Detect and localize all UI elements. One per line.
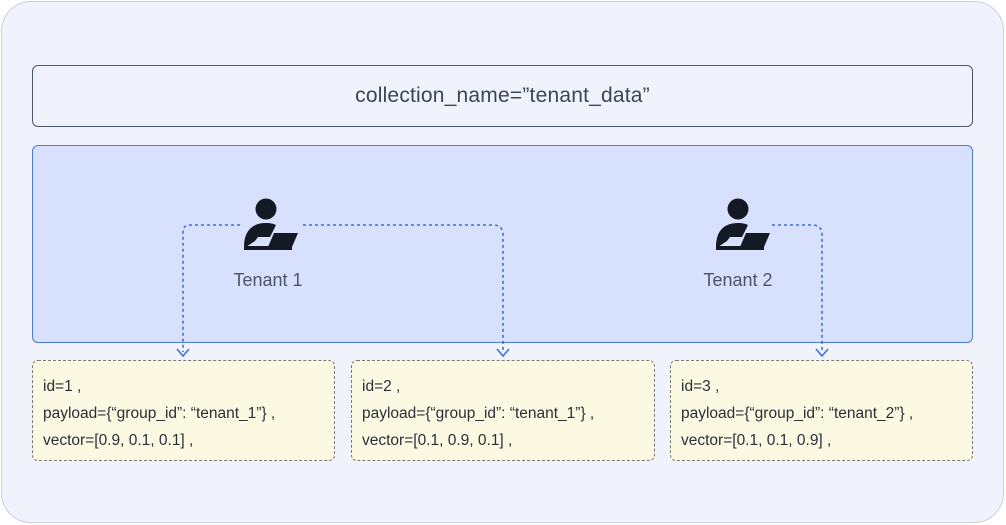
record-vector: vector=[0.1, 0.1, 0.9] , [681,432,832,449]
record-payload: payload={“group_id”: “tenant_2”} , [681,405,914,422]
record-payload: payload={“group_id”: “tenant_1”} , [43,405,276,422]
tenant-1-label: Tenant 1 [233,270,303,290]
collection-label: collection_name=”tenant_data” [355,84,650,107]
record-id: id=3 , [681,378,720,395]
record-card-3: id=3 , payload={“group_id”: “tenant_2”} … [670,360,973,461]
record-vector: vector=[0.9, 0.1, 0.1] , [43,432,194,449]
record-payload: payload={“group_id”: “tenant_1”} , [362,405,595,422]
record-id: id=2 , [362,378,401,395]
user-laptop-icon [716,198,770,250]
record-id: id=1 , [43,378,82,395]
record-card-1: id=1 , payload={“group_id”: “tenant_1”} … [32,360,335,461]
record-vector: vector=[0.1, 0.9, 0.1] , [362,432,513,449]
record-card-2: id=2 , payload={“group_id”: “tenant_1”} … [351,360,655,461]
collection-box: collection_name=”tenant_data” [32,65,973,127]
tenant-2-label: Tenant 2 [703,270,773,290]
tenant-area [32,145,973,343]
user-laptop-icon [244,198,298,250]
